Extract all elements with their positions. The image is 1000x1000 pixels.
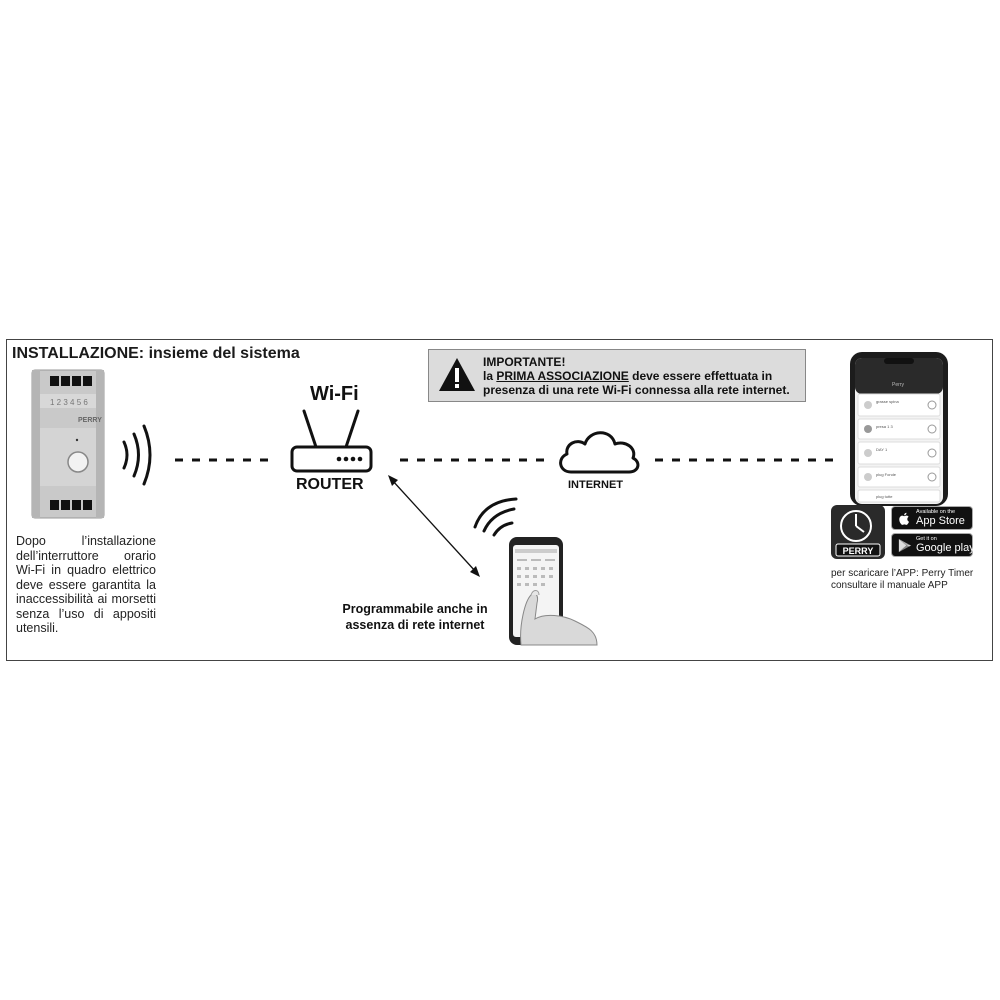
- cloud-icon: [559, 431, 640, 474]
- app-note-line2: consultare il manuale APP: [831, 580, 948, 591]
- perry-logo-text: PERRY: [843, 546, 874, 556]
- app-store-badge[interactable]: Available on the App Store: [891, 506, 973, 530]
- device-terminal-numbers: 1 2 3 4 5 6: [50, 398, 88, 407]
- app-note-line1: per scaricare l’APP: Perry Timer: [831, 568, 974, 579]
- google-play-icon: [898, 538, 912, 553]
- important-line1-prefix: la: [483, 369, 497, 383]
- important-line2: presenza di una rete Wi-Fi connessa alla…: [483, 383, 790, 397]
- app-download-note: per scaricare l’APP: Perry Timer consult…: [831, 568, 973, 592]
- device-button: [67, 451, 89, 473]
- double-arrow: [388, 475, 480, 577]
- google-play-badge[interactable]: Get it on Google play: [891, 533, 975, 557]
- important-notice: IMPORTANTE! la PRIMA ASSOCIAZIONE deve e…: [428, 349, 806, 402]
- app-store-small: Available on the: [916, 509, 956, 515]
- important-heading: IMPORTANTE!: [483, 355, 566, 369]
- warning-icon: [439, 358, 475, 391]
- connection-lines: [175, 458, 838, 462]
- phone-row-4: plug Fonde: [876, 472, 897, 477]
- page-title: INSTALLAZIONE: insieme del sistema: [12, 345, 300, 362]
- programmable-note: Programmabile anche in assenza di rete i…: [342, 602, 488, 632]
- phone-row-2: presa 1 3: [876, 424, 893, 429]
- installation-note: Dopo l’installazione dell’interruttore o…: [16, 534, 156, 635]
- diagram-frame: [6, 339, 993, 661]
- phone-app-header: Perry: [892, 382, 904, 388]
- internet-label: INTERNET: [568, 479, 623, 491]
- phone-row-5: plug tutte: [876, 494, 893, 499]
- phone-row-3: DAY 1: [876, 447, 888, 452]
- din-timer-device: 1 2 3 4 5 6 PERRY: [31, 369, 105, 519]
- important-underlined: PRIMA ASSOCIAZIONE: [496, 369, 629, 383]
- app-store-label: App Store: [916, 515, 965, 527]
- router-icon: [290, 409, 373, 473]
- phone-wireless-icon: [473, 497, 518, 537]
- wifi-label: Wi-Fi: [310, 383, 359, 405]
- apple-icon: [899, 512, 909, 525]
- google-play-small: Get it on: [916, 536, 937, 542]
- phone-row-1: grasse spina: [876, 399, 899, 404]
- device-brand: PERRY: [78, 417, 102, 424]
- smartphone: Perry grasse spina presa 1 3 DAY 1 plug …: [850, 352, 948, 506]
- router-label: ROUTER: [296, 476, 364, 493]
- important-line1-suffix: deve essere effettuata in: [628, 369, 773, 383]
- google-play-label: Google play: [916, 542, 975, 554]
- perry-app-logo: PERRY: [831, 505, 885, 559]
- wireless-waves-icon: [122, 424, 152, 486]
- phone-in-hand: [509, 537, 598, 646]
